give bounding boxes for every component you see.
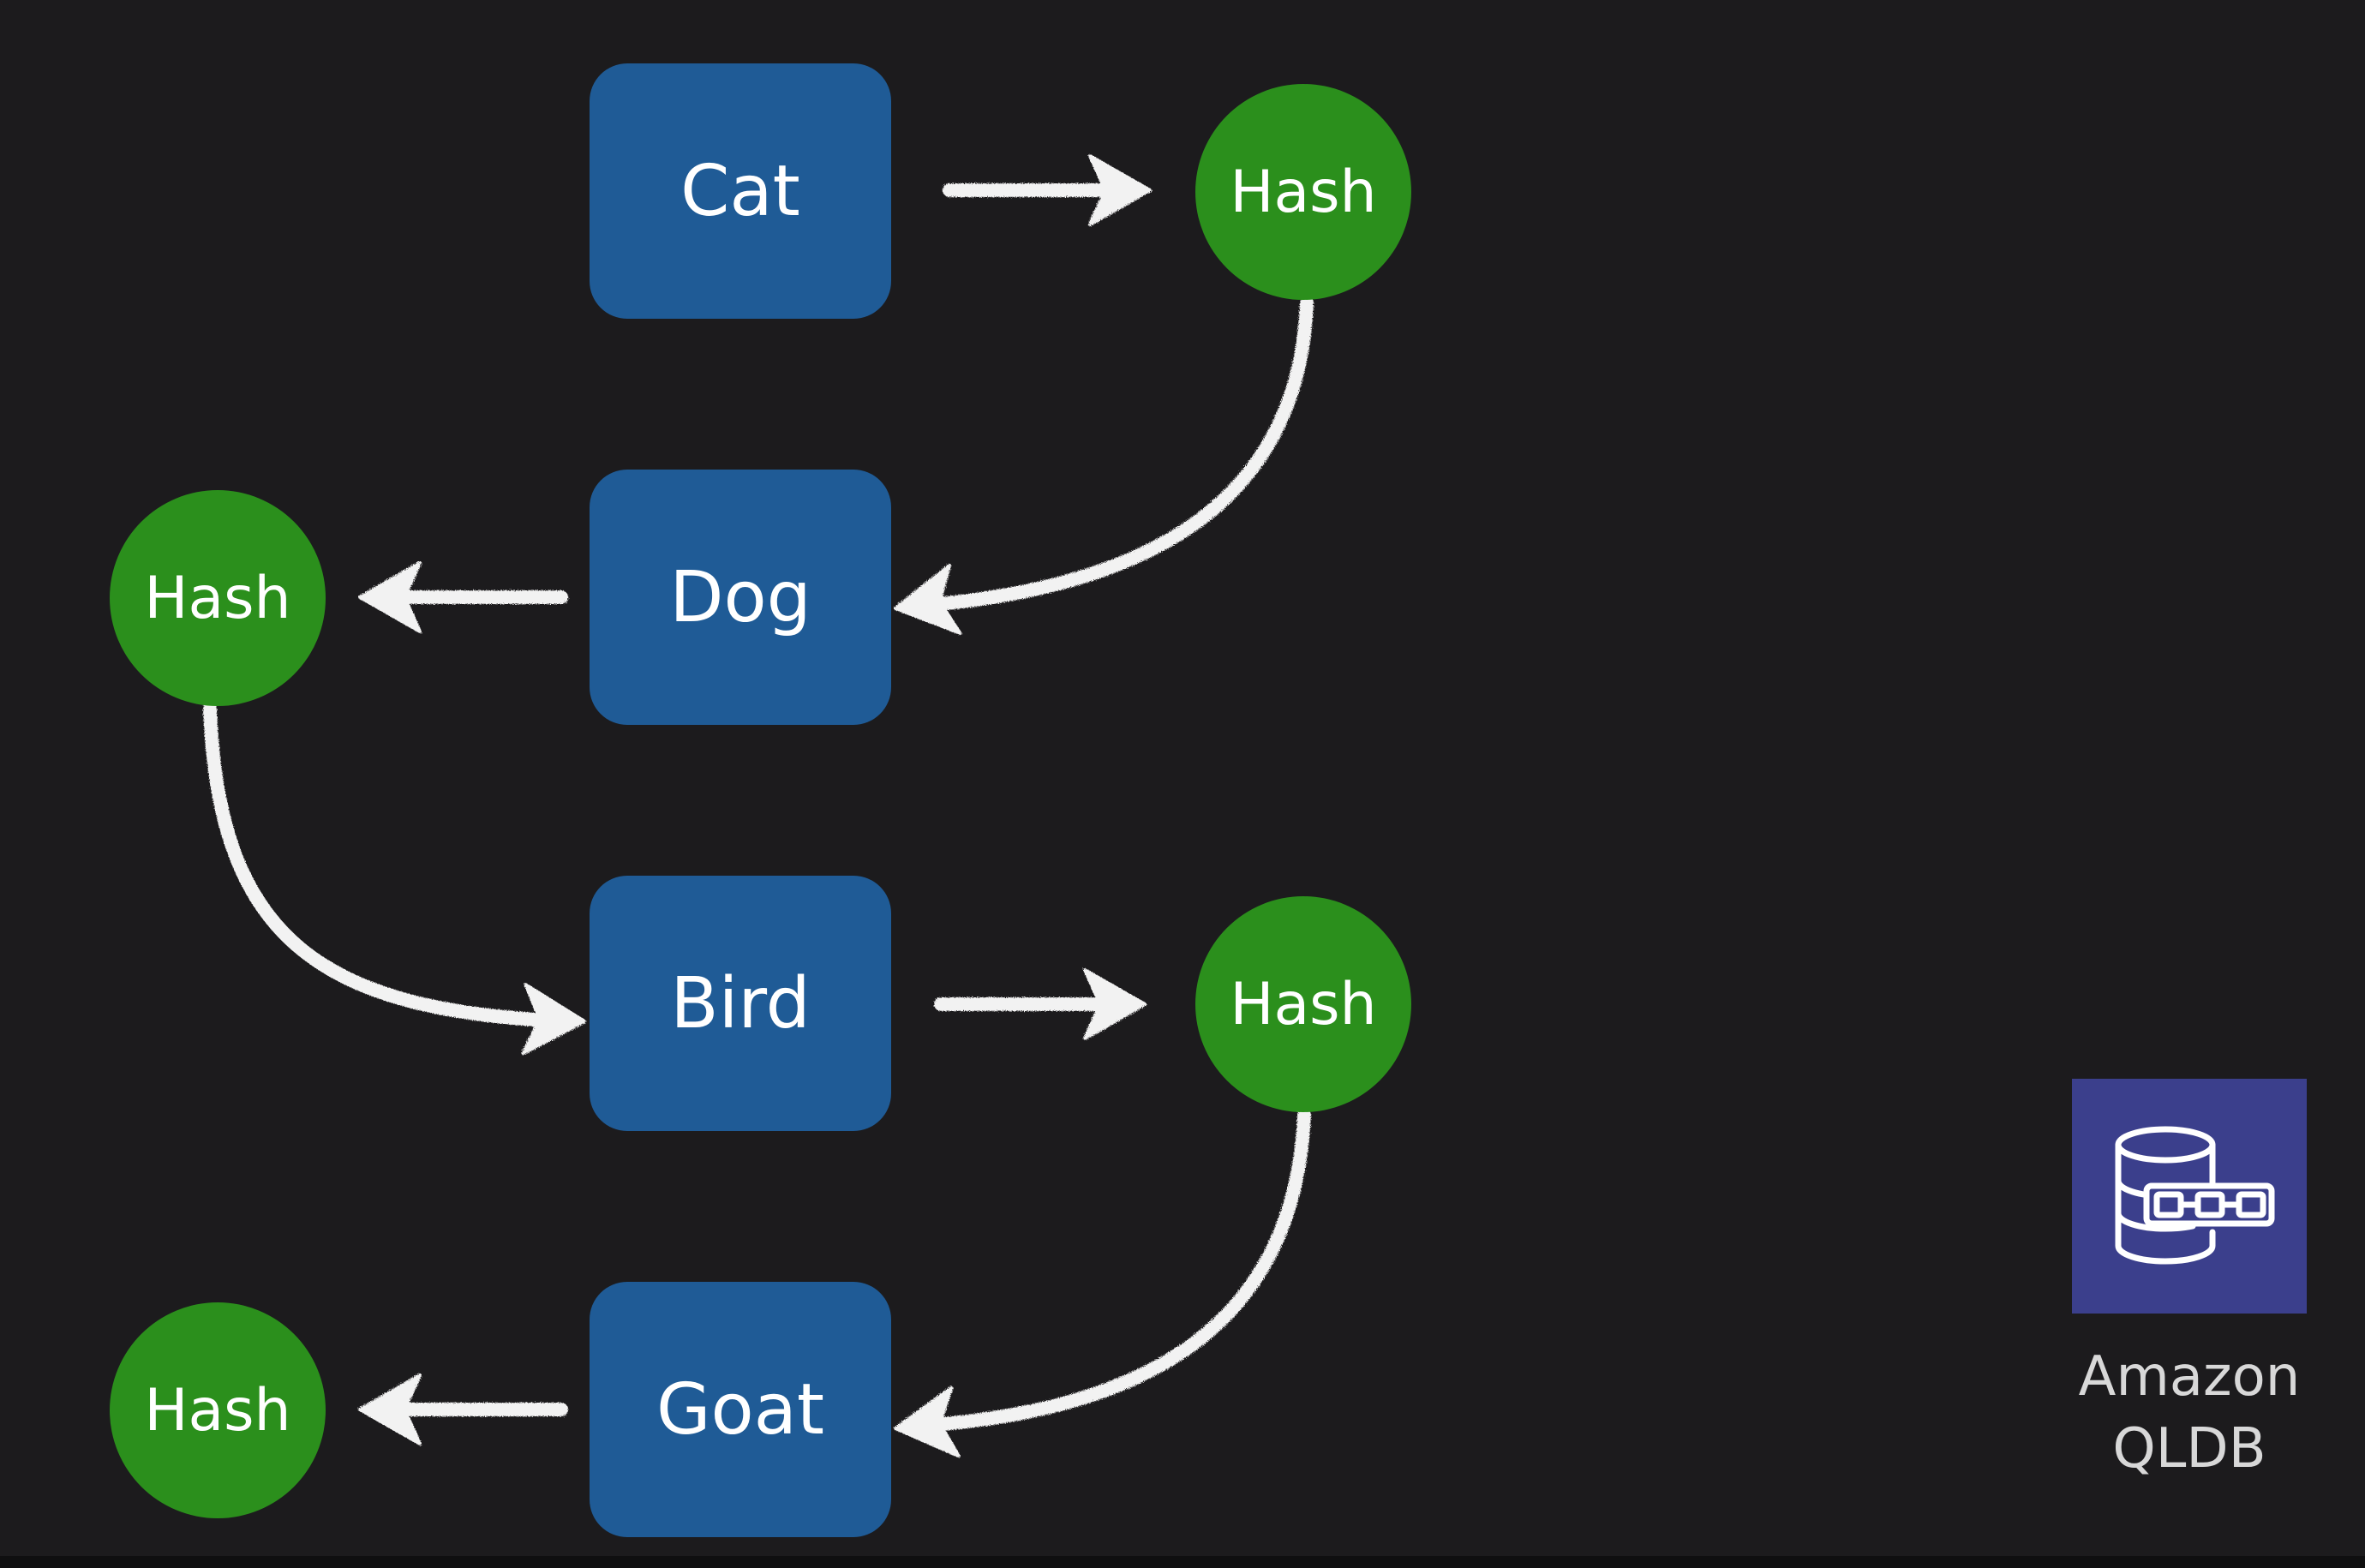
record-box-cat: Cat [590, 63, 891, 319]
hash-node-goat: Hash [110, 1302, 326, 1518]
hash-node-dog: Hash [110, 490, 326, 706]
qldb-label: Amazon QLDB [2029, 1341, 2350, 1485]
ledger-database-icon [2115, 1126, 2275, 1265]
hash-node-bird: Hash [1195, 896, 1411, 1112]
record-box-goat: Goat [590, 1282, 891, 1537]
bottom-strip [0, 1556, 2365, 1568]
arrow-cat-to-hash [943, 154, 1152, 226]
arrow-bird-to-hash [934, 968, 1147, 1040]
record-box-dog: Dog [590, 470, 891, 725]
qldb-service-tile [2072, 1079, 2307, 1314]
arrow-dog-to-hash [358, 561, 568, 633]
arrow-hash-to-goat [894, 1109, 1311, 1458]
arrow-hash-to-bird [203, 703, 586, 1056]
qldb-label-line2: QLDB [2112, 1417, 2266, 1481]
qldb-label-line1: Amazon [2078, 1345, 2301, 1409]
arrow-goat-to-hash [358, 1373, 568, 1445]
hash-node-cat: Hash [1195, 84, 1411, 300]
arrow-hash-to-dog [894, 296, 1314, 635]
record-box-bird: Bird [590, 876, 891, 1131]
